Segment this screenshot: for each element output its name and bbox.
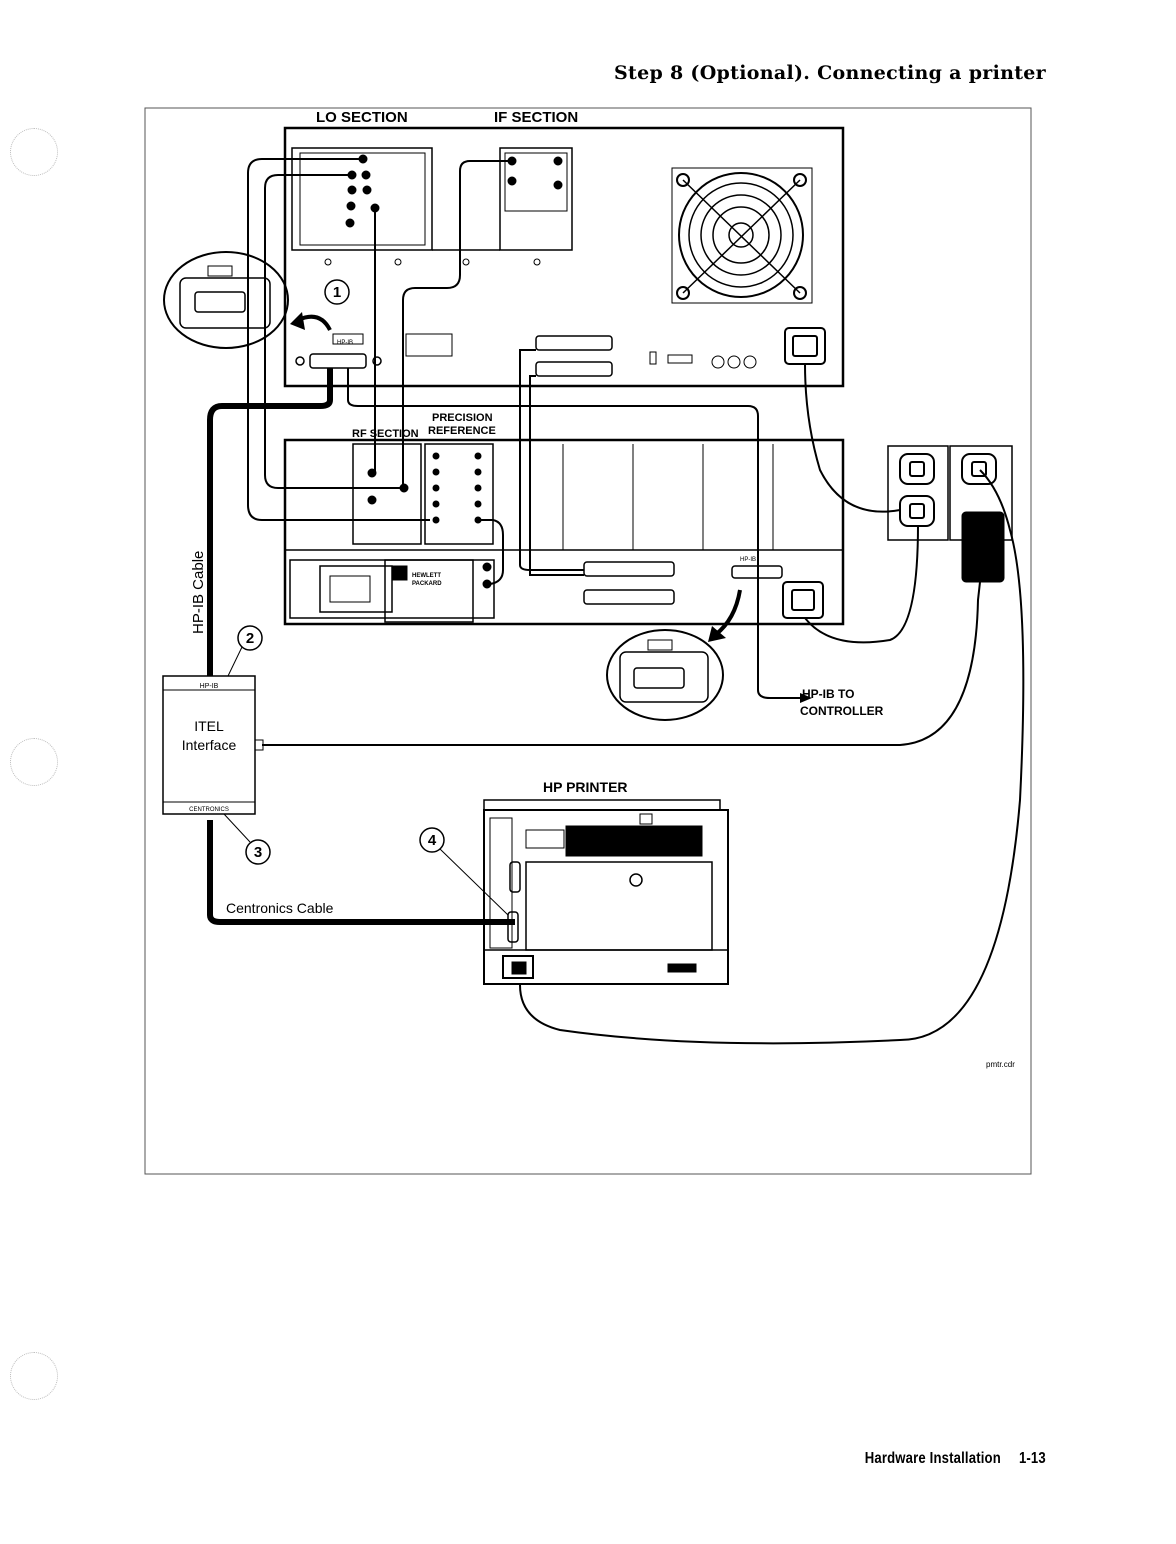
lo-section-label: LO SECTION	[316, 109, 408, 126]
hp-printer	[484, 800, 728, 984]
figure-frame	[145, 108, 1031, 1174]
interface-label: Interface	[182, 737, 237, 753]
callout-2-label: 2	[246, 630, 254, 647]
itel-label: ITEL	[194, 718, 224, 734]
if-section-label: IF SECTION	[494, 109, 578, 126]
packard-label: PACKARD	[412, 581, 442, 587]
page-footer: Hardware Installation 1-13	[865, 1450, 1046, 1468]
upper-hpib-tag: HP-IB	[337, 340, 353, 346]
lower-hpib-tag: HP-IB	[740, 557, 756, 563]
reference-label: REFERENCE	[428, 425, 496, 437]
upper-instrument	[285, 128, 843, 386]
page-number: 1-13	[1019, 1450, 1046, 1467]
lower-instrument	[285, 440, 843, 624]
hpib-to-label: HP-IB TO	[802, 687, 854, 701]
callout-4-label: 4	[428, 832, 437, 849]
controller-label: CONTROLLER	[800, 704, 884, 718]
file-ref-label: pmtr.cdr	[986, 1060, 1015, 1069]
itel-hpib-tag: HP-IB	[200, 683, 219, 690]
hpib-cable-label: HP-IB Cable	[190, 551, 207, 634]
rf-section-label: RF SECTION	[352, 428, 419, 440]
precision-label: PRECISION	[432, 412, 493, 424]
callout-3-label: 3	[254, 844, 262, 861]
hewlett-label: HEWLETT	[412, 573, 441, 579]
footer-section: Hardware Installation	[865, 1450, 1001, 1467]
callout-1-label: 1	[333, 284, 341, 301]
hp-printer-label: HP PRINTER	[543, 779, 628, 795]
centronics-cable-label: Centronics Cable	[226, 900, 334, 916]
itel-centronics-tag: CENTRONICS	[189, 807, 229, 813]
wall-outlets	[888, 446, 1012, 582]
cables	[248, 159, 1023, 1043]
